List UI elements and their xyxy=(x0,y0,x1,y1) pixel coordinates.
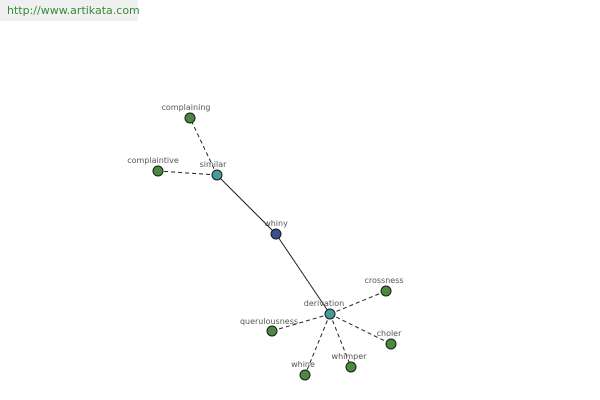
node-complaintive[interactable]: complaintive xyxy=(127,156,179,177)
node-circle-whimper[interactable] xyxy=(345,361,357,373)
node-circle-choler[interactable] xyxy=(385,338,397,350)
node-label-similar[interactable]: similar xyxy=(200,160,228,169)
edge-derivation-whine xyxy=(304,313,331,376)
node-whine[interactable]: whine xyxy=(291,360,315,381)
node-circle-whine[interactable] xyxy=(299,369,311,381)
node-crossness[interactable]: crossness xyxy=(364,276,404,297)
node-label-whine[interactable]: whine xyxy=(291,360,315,369)
node-circle-crossness[interactable] xyxy=(380,285,392,297)
node-derivation[interactable]: derivation xyxy=(304,299,344,320)
edge-derivation-crossness xyxy=(329,290,387,315)
node-whiny[interactable]: whiny xyxy=(264,219,288,240)
node-label-whiny[interactable]: whiny xyxy=(264,219,288,228)
graph-nodes: whiny similar derivation complaining complai… xyxy=(127,103,404,381)
edge-whiny-similar xyxy=(216,174,277,235)
edge-similar-complaintive xyxy=(157,170,218,176)
node-circle-derivation[interactable] xyxy=(324,308,336,320)
node-label-whimper[interactable]: whimper xyxy=(332,352,368,361)
graph-edges xyxy=(157,117,392,376)
edge-similar-complaining xyxy=(189,117,218,176)
node-whimper[interactable]: whimper xyxy=(332,352,368,373)
node-label-complaintive[interactable]: complaintive xyxy=(127,156,179,165)
node-label-choler[interactable]: choler xyxy=(377,329,403,338)
node-circle-complaining[interactable] xyxy=(184,112,196,124)
edge-derivation-querulousness xyxy=(271,313,331,332)
node-choler[interactable]: choler xyxy=(377,329,403,350)
node-label-derivation[interactable]: derivation xyxy=(304,299,344,308)
node-circle-whiny[interactable] xyxy=(270,228,282,240)
site-url-banner[interactable]: http://www.artikata.com xyxy=(0,0,140,21)
node-label-complaining[interactable]: complaining xyxy=(162,103,211,112)
node-circle-similar[interactable] xyxy=(211,169,223,181)
node-complaining[interactable]: complaining xyxy=(162,103,211,124)
node-label-querulousness[interactable]: querulousness xyxy=(240,317,298,326)
edge-whiny-derivation xyxy=(275,233,331,315)
node-circle-complaintive[interactable] xyxy=(152,165,164,177)
node-circle-querulousness[interactable] xyxy=(266,325,278,337)
node-similar[interactable]: similar xyxy=(200,160,228,181)
edge-derivation-choler xyxy=(329,313,392,345)
node-label-crossness[interactable]: crossness xyxy=(364,276,403,285)
edge-derivation-whimper xyxy=(329,313,352,368)
node-querulousness[interactable]: querulousness xyxy=(240,317,298,337)
